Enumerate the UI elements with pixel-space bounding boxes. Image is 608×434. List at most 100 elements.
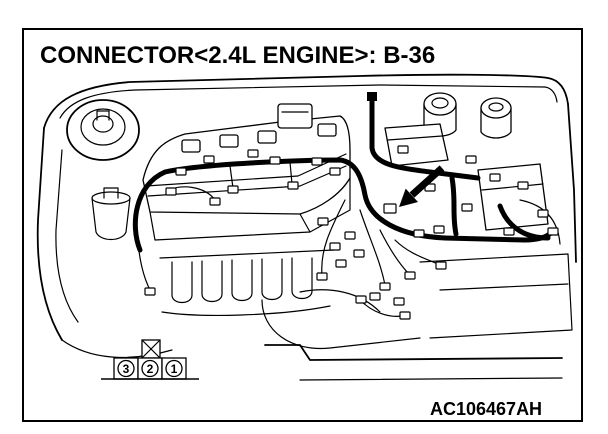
pin-circle bbox=[117, 359, 135, 378]
harness-connectors bbox=[144, 145, 559, 320]
harness-connector bbox=[335, 259, 347, 268]
washer-reservoir bbox=[91, 187, 131, 241]
arrow-shaft bbox=[409, 165, 445, 198]
brake-reservoir-cap-inner bbox=[488, 102, 504, 112]
cowl-line bbox=[43, 73, 569, 129]
harness-branch-wire bbox=[289, 161, 293, 185]
harness-connector bbox=[209, 197, 221, 206]
harness-connector bbox=[399, 311, 411, 320]
harness-connector bbox=[465, 155, 477, 164]
radiator-outline bbox=[419, 253, 573, 339]
harness-branch-wire bbox=[137, 241, 151, 291]
harness-connector bbox=[461, 203, 473, 212]
harness-connector bbox=[517, 181, 529, 190]
intake-runner bbox=[231, 259, 253, 302]
intake-runner bbox=[261, 258, 283, 301]
reservoir-cap bbox=[91, 191, 131, 205]
engine-bay-outline bbox=[36, 73, 577, 358]
harness-connector bbox=[489, 173, 501, 182]
main-harness bbox=[132, 157, 555, 253]
harness-connector bbox=[247, 149, 259, 158]
diagram-title: CONNECTOR<2.4L ENGINE>: B-36 bbox=[40, 42, 435, 69]
connector-lock-cross bbox=[141, 339, 161, 359]
radiator-support-lower bbox=[299, 377, 563, 381]
harness-connector bbox=[397, 145, 409, 154]
diagram-frame bbox=[22, 28, 583, 422]
air-duct bbox=[261, 299, 421, 350]
left-strut-tower bbox=[66, 99, 140, 161]
relay-box bbox=[477, 163, 549, 231]
coolant-reservoir-cap bbox=[423, 92, 457, 116]
fuse-box-rib bbox=[387, 135, 443, 141]
pin-number: 1 bbox=[171, 362, 178, 376]
upper-harness bbox=[369, 97, 481, 181]
relay-harness bbox=[449, 175, 459, 237]
harness-connector bbox=[227, 185, 239, 194]
strut-tower-middle bbox=[80, 108, 126, 146]
strut-tower-outer bbox=[66, 99, 140, 161]
harness-connector bbox=[344, 231, 356, 240]
intake-runner bbox=[291, 257, 313, 300]
intake-manifold bbox=[159, 249, 335, 316]
harness-end-cap bbox=[367, 92, 377, 101]
lower-components bbox=[261, 253, 573, 381]
harness-branch-wire bbox=[379, 229, 411, 276]
cylinder-head-edge bbox=[299, 213, 311, 233]
radiator-line bbox=[439, 283, 569, 291]
harness-connector bbox=[503, 227, 515, 236]
ignition-coil bbox=[317, 123, 337, 137]
harness-connector bbox=[287, 181, 299, 190]
left-fender-inner-line bbox=[55, 149, 79, 323]
target-connector bbox=[383, 203, 397, 214]
location-arrow bbox=[399, 165, 445, 207]
pin-number: 3 bbox=[123, 362, 130, 376]
right-fender-line bbox=[567, 103, 577, 263]
radiator-support bbox=[264, 344, 563, 361]
harness-connector bbox=[317, 217, 329, 226]
harness-connector bbox=[329, 167, 341, 176]
throttle-body bbox=[299, 289, 381, 313]
harness-connector bbox=[369, 292, 381, 301]
harness-branch-wire bbox=[229, 165, 234, 189]
right-harness bbox=[497, 203, 551, 241]
harness-connector bbox=[355, 295, 367, 304]
harness-connector bbox=[393, 297, 405, 306]
strut-tower-inner bbox=[92, 115, 114, 133]
arrow-head bbox=[399, 188, 418, 207]
reservoir-neck bbox=[103, 187, 119, 199]
coolant-reservoir-cap-inner bbox=[431, 97, 449, 109]
connector-face-symbol: 3 2 1 bbox=[101, 339, 199, 380]
harness-branch-wire bbox=[321, 199, 346, 276]
harness-branch-wire bbox=[359, 209, 386, 286]
pin-number: 2 bbox=[147, 362, 154, 376]
intake-runner bbox=[201, 260, 223, 303]
fuse-box bbox=[384, 123, 449, 167]
harness-connector bbox=[547, 227, 559, 236]
cowl-inner-line bbox=[59, 84, 558, 119]
pin-circle bbox=[141, 359, 159, 378]
manifold-top-line bbox=[159, 249, 335, 259]
left-fender-line bbox=[36, 127, 63, 341]
harness-connector bbox=[203, 155, 215, 164]
harness-connector bbox=[329, 242, 341, 251]
oil-filler-housing bbox=[277, 103, 313, 129]
harness-connector bbox=[144, 287, 156, 296]
manifold-bottom-line bbox=[161, 305, 331, 316]
brake-reservoir-cap bbox=[480, 97, 512, 119]
harness-connector bbox=[433, 225, 445, 234]
figure-code: AC106467AH bbox=[430, 399, 542, 419]
harness-connector bbox=[165, 187, 177, 196]
harness-connector bbox=[175, 167, 187, 176]
reservoir-body bbox=[91, 197, 131, 241]
harness-connector bbox=[404, 271, 416, 280]
ignition-coil bbox=[219, 134, 239, 148]
strut-tower-nut bbox=[96, 110, 110, 121]
harness-connector bbox=[311, 157, 323, 166]
harness-connector bbox=[379, 282, 391, 291]
harness-connector bbox=[413, 229, 425, 238]
ignition-coil bbox=[181, 139, 201, 153]
harness-connector bbox=[353, 249, 365, 258]
harness-connector bbox=[269, 156, 281, 165]
harness-connector bbox=[316, 272, 328, 281]
